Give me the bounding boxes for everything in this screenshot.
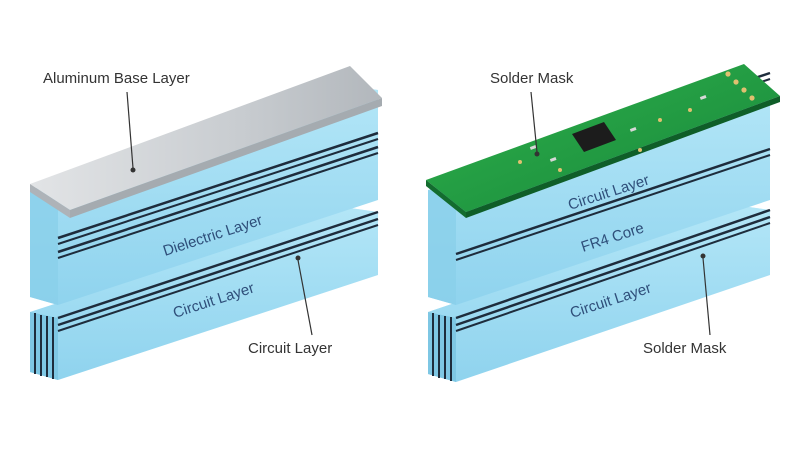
callout-solder-mask-top: Solder Mask: [490, 70, 574, 87]
pcb-chip: [572, 122, 616, 152]
right-middle-block-front: [428, 86, 770, 305]
right-stack: Circuit Layer Circuit Layer FR4 Core: [426, 64, 780, 382]
leader-solder-mask-top: [530, 91, 538, 153]
pcb-components: [529, 95, 707, 162]
right-pcb-board: [426, 64, 780, 218]
left-circuit-block: Circuit Layer: [30, 208, 379, 380]
callout-aluminum-base-layer: Aluminum Base Layer: [43, 70, 190, 87]
leader-left-circuit: [297, 259, 313, 336]
leader-solder-mask-bottom-dot: [700, 253, 706, 259]
left-aluminum-edge: [70, 98, 382, 218]
left-stack: Circuit Layer Dielectric Layer Aluminum …: [30, 66, 382, 380]
right-bottom-block-front: [428, 206, 770, 382]
left-aluminum-front: [30, 184, 70, 218]
callout-solder-mask-bottom: Solder Mask: [643, 340, 727, 357]
left-dielectric-block-side: [30, 190, 58, 305]
leader-left-circuit-dot: [295, 255, 301, 261]
right-bottom-block: Circuit Layer: [428, 206, 771, 382]
left-aluminum-top: [30, 66, 382, 210]
leader-solder-mask-bottom: [702, 257, 711, 336]
right-middle-block-side: [428, 190, 456, 305]
leader-solder-mask-top-dot: [534, 151, 540, 157]
leader-aluminum: [126, 91, 134, 169]
left-circuit-block-front: [30, 208, 378, 380]
pcb-pads: [518, 71, 755, 172]
right-bottom-block-side: [428, 312, 456, 382]
callout-left-circuit-layer: Circuit Layer: [248, 340, 332, 357]
left-aluminum-base: [30, 66, 382, 218]
leader-aluminum-dot: [130, 167, 136, 173]
left-circuit-block-side: [30, 312, 58, 380]
pcb-front-edge: [426, 180, 466, 218]
pcb-long-edge: [466, 96, 780, 218]
